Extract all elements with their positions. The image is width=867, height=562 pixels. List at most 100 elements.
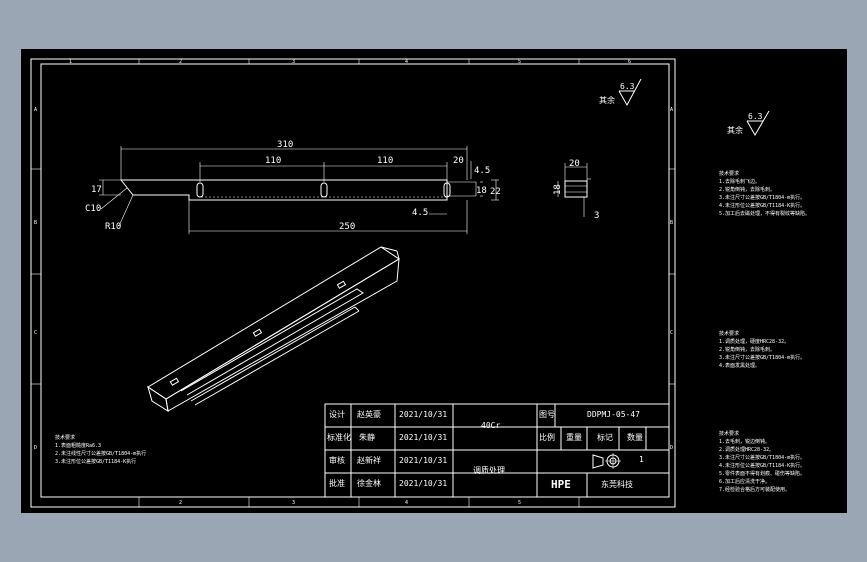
zone-markers-top: 1 2 3 4 5 6	[69, 59, 631, 65]
side-note: 1.去除毛刺飞边。	[719, 178, 760, 185]
tb-role: 标准化	[327, 432, 351, 442]
side-panel: 其余 6.3 技术要求 1.去除毛刺飞边。 2.锐角倒钝，去除毛刺。 3.未注尺…	[719, 110, 810, 493]
roughness-label: 其余	[599, 95, 615, 105]
zone-label: A	[670, 107, 673, 113]
zone-markers-side: A B C D A B C D	[31, 107, 675, 451]
side-notes-title: 技术要求	[719, 430, 739, 437]
isometric-view	[147, 246, 400, 413]
side-roughness-value: 6.3	[748, 112, 763, 121]
dim-base-length: 250	[339, 222, 355, 232]
side-note: 3.未注尺寸公差按GB/T1804-m执行。	[719, 354, 805, 361]
slot	[443, 182, 451, 198]
iso-slot	[169, 377, 180, 386]
roughness-symbol: 其余 6.3	[599, 78, 642, 107]
side-note: 3.未注尺寸公差按GB/T1804-m执行。	[719, 194, 805, 201]
tb-header: 标记	[597, 432, 613, 442]
side-note: 6.加工后应清洗干净。	[719, 478, 770, 485]
zone-label: C	[670, 330, 673, 336]
dim-overall-length: 310	[277, 140, 293, 150]
note-line: 3.未注形位公差按GB/T1184-K执行	[55, 458, 136, 465]
zone-label: 5	[518, 500, 521, 506]
iso-slot	[252, 328, 263, 337]
tb-date: 2021/10/31	[399, 479, 447, 488]
notes-title: 技术要求	[55, 434, 75, 441]
dim-slot-spacing: 110	[265, 156, 281, 166]
tb-name: 徐金林	[357, 478, 381, 488]
tb-date: 2021/10/31	[399, 456, 447, 465]
tb-treatment: 调质处理	[473, 465, 505, 475]
side-note: 5.零件表面不得有划痕、碰伤等缺陷。	[719, 470, 805, 477]
tb-drawing-no: DDPMJ-05-47	[587, 410, 640, 419]
zone-label: D	[670, 445, 673, 451]
side-view: 20 18 3	[553, 159, 599, 221]
zone-markers-bottom: 2 3 4 5	[138, 497, 580, 507]
company-name: 东莞科技	[601, 479, 633, 489]
side-note: 2.锐角倒钝，去除毛刺。	[719, 346, 775, 353]
zone-label: B	[670, 220, 673, 226]
zone-label: 5	[518, 59, 521, 65]
side-notes-title: 技术要求	[719, 330, 739, 337]
zone-label: 3	[292, 59, 295, 65]
side-note: 4.表面发黑处理。	[719, 362, 760, 369]
tb-role: 审核	[329, 455, 345, 465]
company-logo: HPE	[551, 478, 571, 491]
zone-label: 6	[628, 59, 631, 65]
tb-header: 数量	[627, 432, 643, 442]
dim-side-depth: 3	[594, 211, 599, 221]
dim-side-height: 18	[553, 184, 563, 195]
outer-frame	[30, 58, 676, 508]
side-note: 3.未注尺寸公差按GB/T1804-m执行。	[719, 454, 805, 461]
zone-label: A	[34, 107, 37, 113]
side-note: 7.经检验合格后方可装配使用。	[719, 486, 790, 493]
dim-bore: 18	[476, 186, 487, 196]
notes-bottom-left: 技术要求 1.表面粗糙度Ra6.3 2.未注线性尺寸公差按GB/T1804-m执…	[55, 434, 146, 465]
side-note: 5.加工后去磁处理，不得有裂纹等缺陷。	[719, 210, 810, 217]
iso-slot	[336, 280, 347, 289]
zone-label: D	[34, 445, 37, 451]
projection-symbol-icon	[592, 453, 621, 469]
zone-label: C	[34, 330, 37, 336]
dim-radius: R10	[105, 222, 121, 232]
slot	[320, 182, 328, 198]
zone-label: B	[34, 220, 37, 226]
dim-slot-spacing: 110	[377, 156, 393, 166]
side-note: 1.调质处理，硬度HRC28-32。	[719, 338, 789, 345]
zone-label: 3	[292, 500, 295, 506]
side-notes-title: 技术要求	[719, 170, 739, 177]
dim-right-height: 4.5	[474, 166, 490, 176]
dim-side-width: 20	[569, 159, 580, 169]
roughness-value: 6.3	[620, 82, 635, 91]
zone-label: 2	[179, 59, 182, 65]
tb-name: 朱静	[359, 432, 375, 442]
zone-label: 4	[405, 500, 408, 506]
tb-material: 40Cr	[481, 421, 500, 430]
tb-role: 设计	[329, 409, 345, 419]
side-note: 4.未注形位公差按GB/T1184-K执行。	[719, 202, 805, 209]
zone-label: 4	[405, 59, 408, 65]
side-note: 4.未注形位公差按GB/T1184-K执行。	[719, 462, 805, 469]
zone-label: 1	[69, 59, 72, 65]
tb-header: 重量	[566, 432, 582, 442]
dim-end-offset: 20	[453, 156, 464, 166]
side-body	[564, 180, 588, 198]
tb-quantity: 1	[639, 455, 644, 464]
side-note: 1.去毛刺，锐边倒钝。	[719, 438, 770, 445]
cad-viewport[interactable]: 1 2 3 4 5 6 2 3 4 5 A B C D A B C D 其余	[21, 49, 847, 513]
note-line: 2.未注线性尺寸公差按GB/T1804-m执行	[55, 450, 146, 457]
front-view: 310 110 110 20 4.5 18 22 4.5 250 17 C10 …	[85, 140, 501, 234]
tb-name: 赵新祥	[357, 455, 381, 465]
zone-label: 2	[179, 500, 182, 506]
slot	[196, 182, 204, 198]
dim-outer-height: 22	[490, 187, 501, 197]
side-roughness-label: 其余	[727, 125, 743, 135]
side-note: 2.调质处理HRC28-32。	[719, 446, 774, 453]
tb-name: 赵英豪	[357, 409, 381, 419]
side-note: 2.锐角倒钝，去除毛刺。	[719, 186, 775, 193]
tb-header: 比例	[539, 432, 555, 442]
dim-left-height: 17	[91, 185, 102, 195]
dim-bottom-offset: 4.5	[412, 208, 428, 218]
tb-date: 2021/10/31	[399, 433, 447, 442]
tb-role: 批准	[329, 478, 345, 488]
title-block: 设计 赵英豪 2021/10/31 标准化 朱静 2021/10/31 审核 赵…	[324, 403, 670, 498]
tb-date: 2021/10/31	[399, 410, 447, 419]
